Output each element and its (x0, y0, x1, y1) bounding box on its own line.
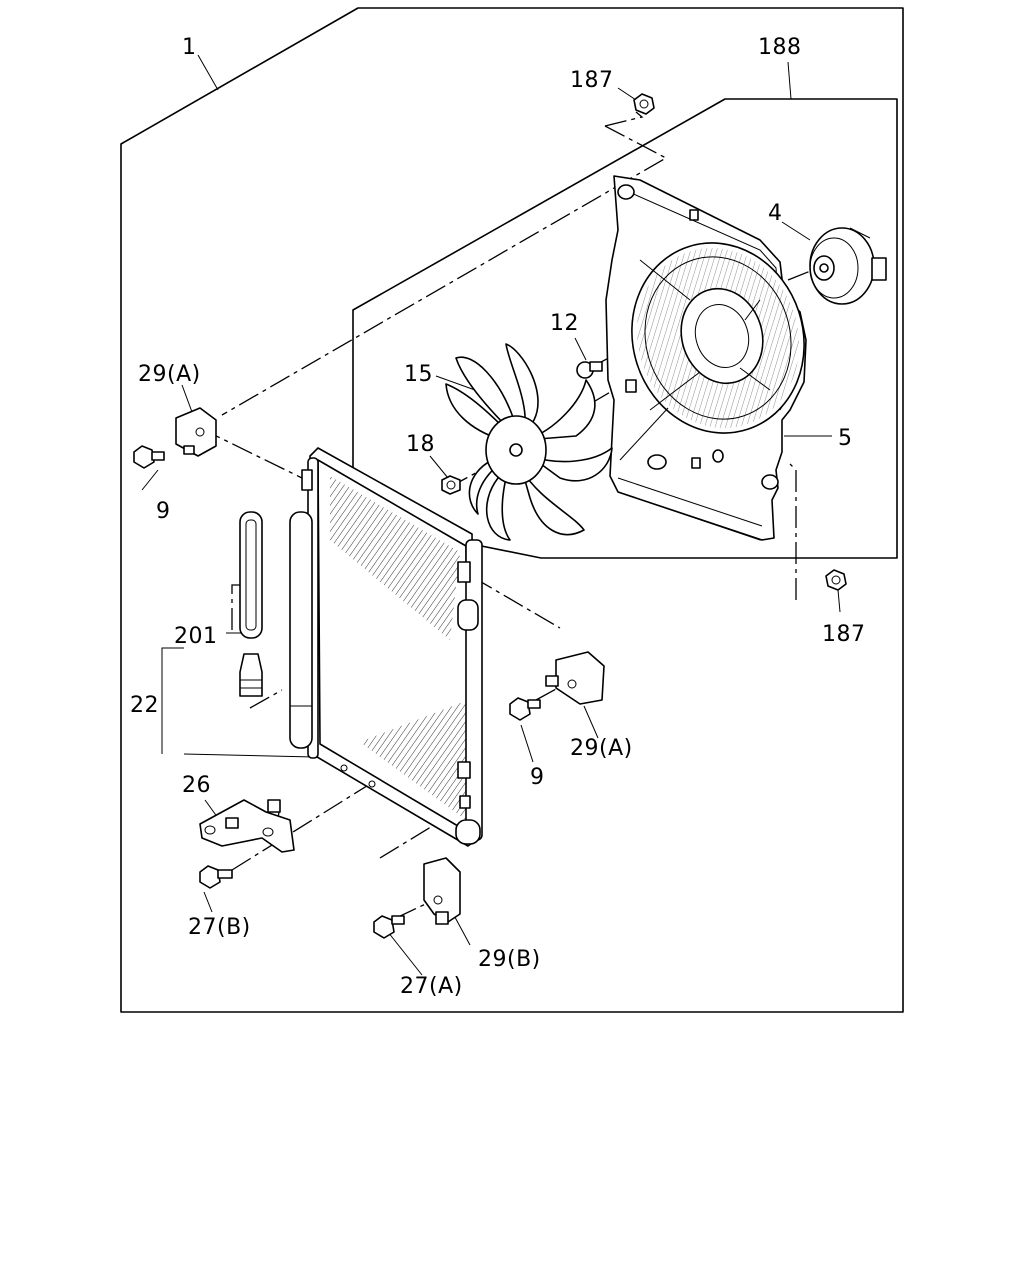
callout-22: 22 (130, 693, 159, 718)
cooling-fan (445, 343, 613, 541)
callout-27b: 27(B) (188, 915, 251, 940)
condenser (301, 447, 483, 847)
leader-lines (141, 54, 841, 976)
callout-201: 201 (174, 624, 218, 649)
nut-187-top (633, 93, 655, 115)
fan-screw (576, 361, 603, 379)
callout-27a: 27(A) (400, 974, 463, 999)
fan-shroud (605, 175, 807, 541)
bolt-9-left (133, 445, 165, 469)
callout-187-top: 187 (570, 68, 614, 93)
callout-188: 188 (758, 35, 802, 60)
fan-nut (441, 475, 461, 495)
bolt-27b (199, 865, 233, 889)
callout-29a-right: 29(A) (570, 736, 633, 761)
bracket-26 (199, 799, 295, 853)
dryer-element-kit (239, 511, 263, 697)
bracket-29a-right (545, 651, 605, 705)
callout-9-left: 9 (156, 499, 171, 524)
callout-15: 15 (404, 362, 433, 387)
callout-29a-left: 29(A) (138, 362, 201, 387)
nut-187-bottom (825, 569, 847, 591)
callout-5: 5 (838, 426, 853, 451)
bolt-27a (373, 915, 405, 939)
callout-26: 26 (182, 773, 211, 798)
bolt-9-right (509, 697, 541, 721)
callout-187-bottom: 187 (822, 622, 866, 647)
callout-1: 1 (182, 35, 197, 60)
bracket-29b (423, 857, 461, 925)
callout-29b: 29(B) (478, 947, 541, 972)
bracket-29a-left (175, 407, 217, 457)
receiver-dryer (289, 511, 313, 749)
callout-4: 4 (768, 201, 783, 226)
assembly-frame (120, 7, 904, 1013)
callout-labels: 1 188 187 4 12 15 29(A) 5 18 9 187 201 2… (130, 35, 866, 999)
callout-18: 18 (406, 432, 435, 457)
callout-12: 12 (550, 311, 579, 336)
fan-motor (809, 227, 887, 305)
callout-9-right: 9 (530, 765, 545, 790)
